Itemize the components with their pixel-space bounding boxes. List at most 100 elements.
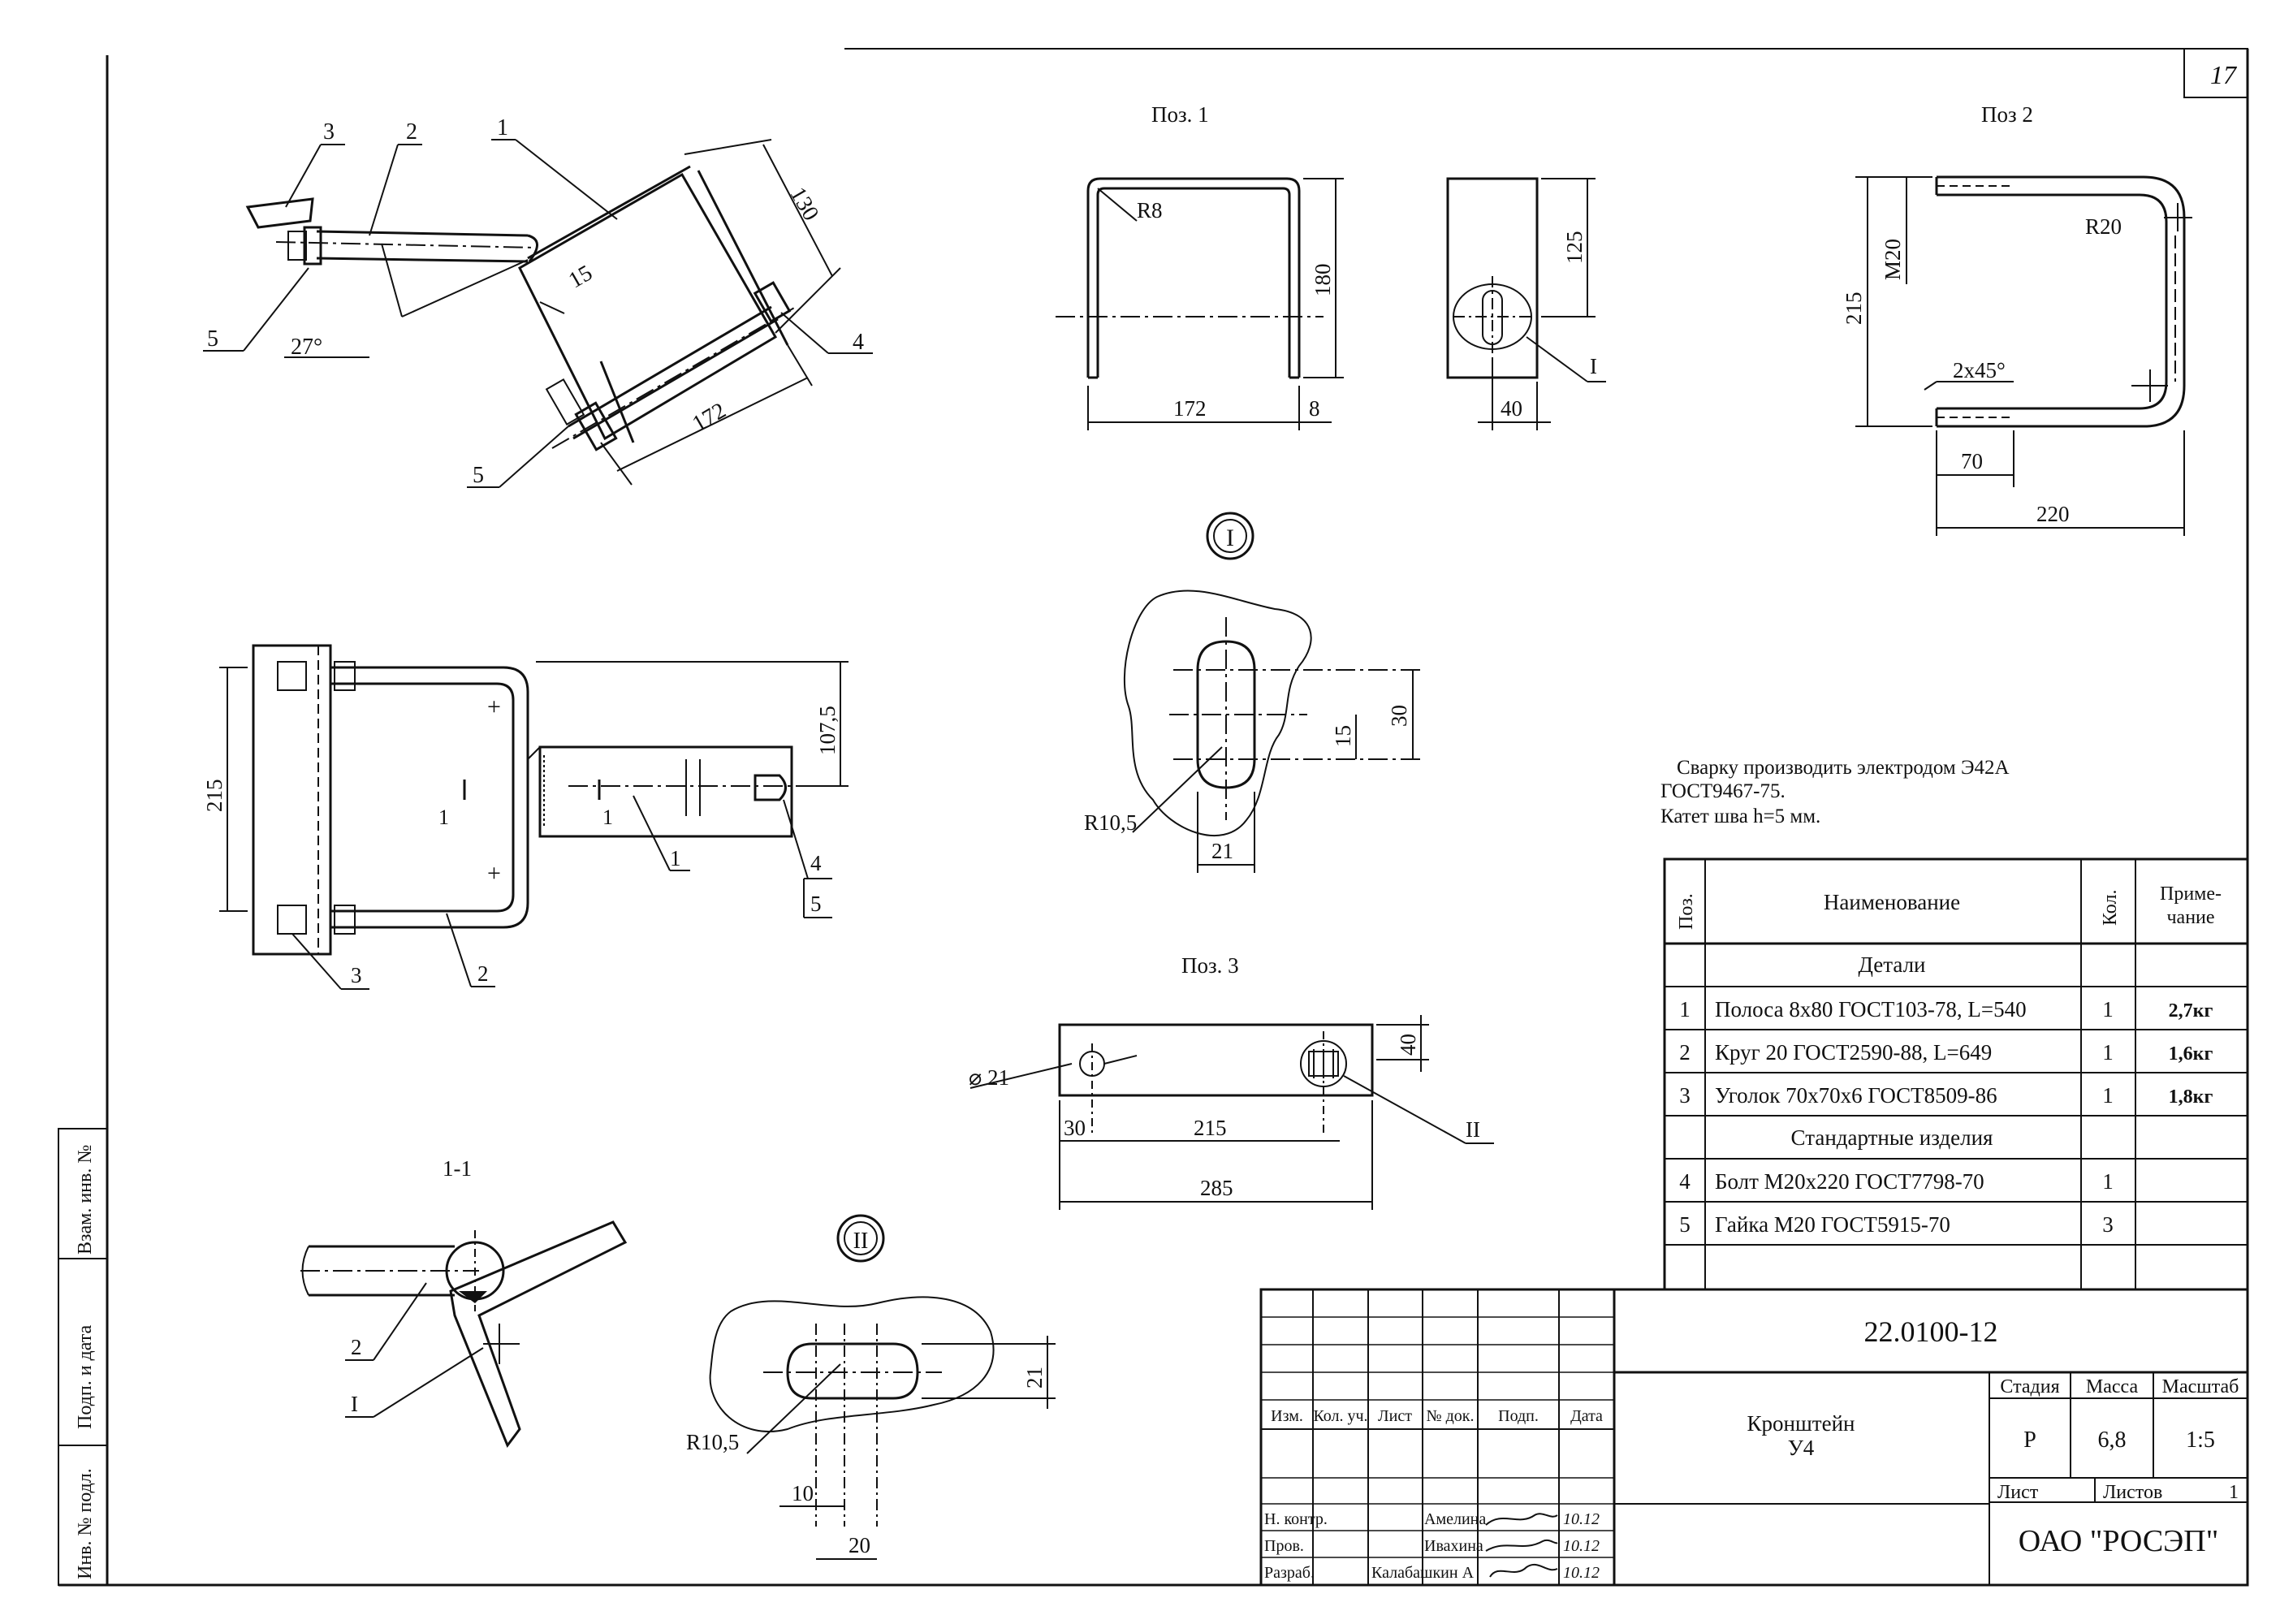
det1-dim-15: 15	[1331, 725, 1355, 747]
spec-r2-qty: 1	[2102, 1040, 2114, 1065]
stage-label: Стадия	[2000, 1376, 2059, 1397]
pos3-dim-285: 285	[1200, 1176, 1233, 1200]
signature-2	[1485, 1539, 1558, 1552]
role-3: Разраб.	[1264, 1564, 1315, 1582]
pos1-dim-8: 8	[1309, 396, 1320, 421]
plan-dim-215: 215	[202, 780, 227, 813]
det1-dim-21: 21	[1211, 839, 1233, 863]
pos2-title: Поз 2	[1981, 102, 2033, 127]
pos3-detail-ref: II	[1466, 1117, 1480, 1142]
det2-dim-20: 20	[849, 1533, 870, 1557]
role-3-date: 10.12	[1563, 1564, 1600, 1582]
mass-value: 6,8	[2098, 1427, 2127, 1453]
pos1-dim-172: 172	[1173, 396, 1207, 421]
pos1-r8: R8	[1137, 198, 1163, 222]
note-line-1: Сварку производить электродом Э42А	[1677, 757, 2010, 779]
spec-r5-pos: 5	[1679, 1212, 1691, 1237]
signature-3	[1489, 1563, 1558, 1578]
pos2-r20: R20	[2085, 214, 2122, 239]
pos3-view: Поз. 3 ⌀ 21 40 30 215 285 II	[969, 953, 1494, 1210]
leader-1: 1	[497, 115, 508, 140]
plan-sec-1a: 1	[438, 806, 449, 829]
section-title: 1-1	[443, 1156, 472, 1181]
col-kol: Кол. уч.	[1313, 1407, 1367, 1425]
det2-radius: R10,5	[686, 1430, 739, 1454]
col-list: Лист	[1378, 1407, 1412, 1425]
pos3-dim-30: 30	[1064, 1116, 1086, 1140]
det2-dim-10: 10	[792, 1481, 814, 1505]
spec-r5-qty: 3	[2102, 1212, 2114, 1237]
spec-group-2: Стандартные изделия	[1791, 1125, 1993, 1150]
spec-r3-name: Уголок 70x70x6 ГОСТ8509-86	[1715, 1083, 1997, 1108]
title-line-1: Кронштейн	[1747, 1411, 1855, 1436]
spec-r4-qty: 1	[2102, 1169, 2114, 1194]
spec-r2-pos: 2	[1679, 1040, 1691, 1065]
spec-r3-qty: 1	[2102, 1083, 2114, 1108]
spec-h-note-2: чание	[2166, 907, 2214, 928]
pos3-dim-215: 215	[1194, 1116, 1227, 1140]
pos1-detail-ref: I	[1590, 354, 1597, 378]
sheets-label: Листов	[2103, 1482, 2162, 1503]
leader-3: 3	[323, 119, 335, 145]
pos1-dim-180: 180	[1311, 264, 1335, 297]
detail-1: I 30 15 21 R10,5	[1084, 512, 1421, 873]
pos3-dim-40: 40	[1396, 1034, 1420, 1056]
leader-5a: 5	[207, 326, 218, 352]
role-2-name: Ивахина	[1424, 1537, 1483, 1555]
role-3-name: Калабашкин А	[1371, 1564, 1475, 1582]
doc-code: 22.0100-12	[1864, 1315, 1998, 1348]
plan-cross-2: +	[487, 860, 501, 887]
assembly-view: 130 15 172 27° 3 2 1 5 4 5	[203, 115, 873, 488]
pos2-chamfer: 2x45°	[1953, 358, 2006, 382]
spec-table: Поз. Наименование Кол. Приме- чание Дета…	[1663, 857, 2249, 1291]
title-line-2: У4	[1788, 1436, 1815, 1460]
pos1-view: Поз. 1 172 8 180 R8 125 40 I	[1056, 102, 1606, 430]
scale-value: 1:5	[2186, 1427, 2215, 1453]
col-sign: Подп.	[1498, 1407, 1539, 1425]
sheet-label: Лист	[1997, 1482, 2039, 1503]
note-line-2: ГОСТ9467-75.	[1660, 780, 1786, 802]
stamp-sign-date: Подп. и дата	[75, 1324, 96, 1429]
dim-172: 172	[689, 398, 731, 437]
dim-27deg: 27°	[291, 335, 322, 360]
role-1: Н. контр.	[1264, 1510, 1328, 1528]
pos2-dim-70: 70	[1961, 449, 1983, 473]
plan-leader-5: 5	[810, 892, 822, 916]
leader-4: 4	[853, 330, 864, 355]
spec-r3-pos: 3	[1679, 1083, 1691, 1108]
pos2-dim-220: 220	[2036, 502, 2070, 526]
spec-r1-name: Полоса 8x80 ГОСТ103-78, L=540	[1715, 997, 2027, 1021]
plan-dim-107: 107,5	[815, 706, 840, 755]
spec-r5-name: Гайка М20 ГОСТ5915-70	[1715, 1212, 1950, 1237]
detail-1-label: I	[1226, 525, 1234, 551]
section-1-1: 1-1 2 I	[300, 1156, 628, 1449]
det1-dim-30: 30	[1387, 705, 1411, 727]
plan-leader-1: 1	[670, 846, 681, 870]
stamp-inv-no: Инв. № подл.	[75, 1468, 96, 1579]
spec-r1-qty: 1	[2102, 997, 2114, 1021]
col-doc: № док.	[1427, 1407, 1475, 1425]
detail-2-label: II	[853, 1229, 869, 1254]
sheets-value: 1	[2229, 1482, 2239, 1503]
spec-h-note-1: Приме-	[2160, 883, 2222, 905]
plan-cross-1: +	[487, 693, 501, 720]
mass-label: Масса	[2086, 1376, 2139, 1397]
stage-value: Р	[2023, 1427, 2036, 1453]
pos3-title: Поз. 3	[1181, 953, 1239, 978]
section-leader-2: 2	[351, 1335, 362, 1359]
spec-r4-name: Болт М20x220 ГОСТ7798-70	[1715, 1169, 1984, 1194]
welding-notes: Сварку производить электродом Э42А ГОСТ9…	[1660, 757, 2010, 827]
role-2-date: 10.12	[1563, 1537, 1600, 1555]
role-1-date: 10.12	[1563, 1510, 1600, 1528]
spec-r1-pos: 1	[1679, 997, 1691, 1021]
sheet-number-box	[2183, 48, 2248, 98]
pos1-dim-40: 40	[1501, 396, 1522, 421]
sheet-number: 17	[2210, 60, 2238, 89]
side-stamp: Взам. инв. № Подп. и дата Инв. № подл.	[58, 1128, 108, 1586]
signature-1	[1485, 1513, 1558, 1526]
plan-leader-2: 2	[477, 961, 489, 986]
spec-group-1: Детали	[1858, 952, 1925, 977]
sheet-frame: 17	[58, 48, 2249, 1587]
section-leader-I: I	[351, 1392, 358, 1416]
